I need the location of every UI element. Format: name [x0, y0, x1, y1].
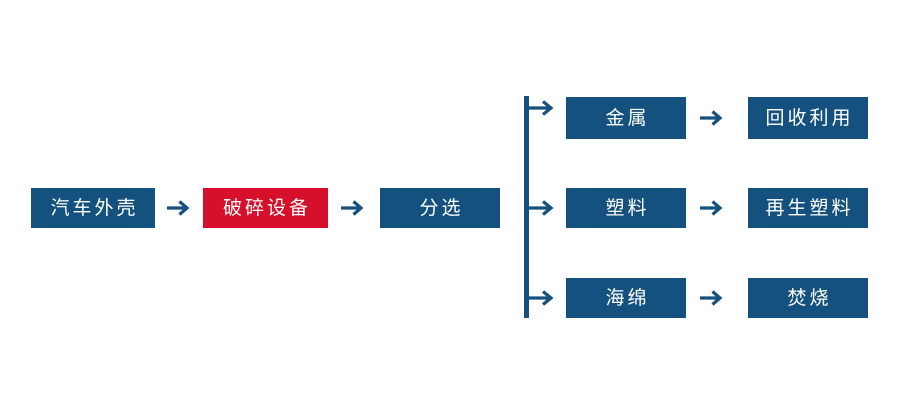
node-metal[interactable]: 金属: [566, 97, 686, 139]
node-shell[interactable]: 汽车外壳: [31, 188, 155, 228]
node-shell-label: 汽车外壳: [50, 196, 139, 219]
node-metal-label: 金属: [605, 106, 650, 129]
node-plastic[interactable]: 塑料: [566, 188, 686, 228]
arrow-branch-sponge: [527, 287, 557, 309]
node-crusher-label: 破碎设备: [222, 196, 311, 219]
node-sorting-label: 分选: [419, 196, 464, 219]
arrow-crusher-to-sorting: [340, 197, 366, 219]
vertical-branch-bar: [524, 96, 529, 318]
arrow-plastic-to-recycled-plastic: [699, 197, 725, 219]
node-incineration[interactable]: 焚烧: [748, 278, 868, 318]
node-recycled-plastic-label: 再生塑料: [765, 196, 854, 219]
arrow-branch-metal: [527, 97, 557, 119]
node-plastic-label: 塑料: [605, 196, 650, 219]
node-sponge-label: 海绵: [605, 286, 650, 309]
node-sponge[interactable]: 海绵: [566, 278, 686, 318]
node-recycle-use[interactable]: 回收利用: [748, 97, 868, 139]
node-sorting[interactable]: 分选: [380, 188, 500, 228]
node-recycle-use-label: 回收利用: [765, 106, 854, 129]
node-incineration-label: 焚烧: [787, 286, 832, 309]
arrow-shell-to-crusher: [166, 197, 192, 219]
arrow-sponge-to-incineration: [699, 287, 725, 309]
arrow-branch-plastic: [527, 197, 557, 219]
node-crusher[interactable]: 破碎设备: [203, 188, 328, 228]
node-recycled-plastic[interactable]: 再生塑料: [748, 188, 868, 228]
arrow-metal-to-recycle: [699, 107, 725, 129]
